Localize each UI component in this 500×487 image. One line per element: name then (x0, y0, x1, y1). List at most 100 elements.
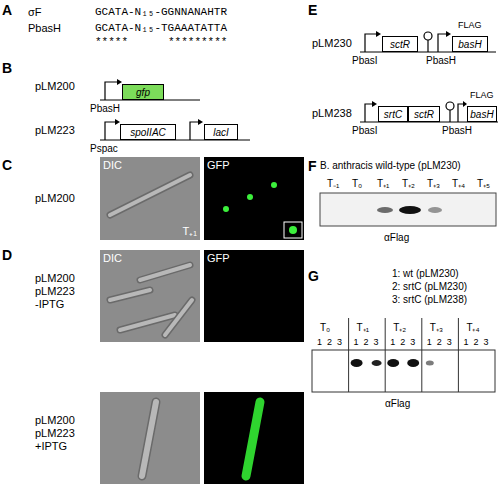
gfp-image (204, 250, 304, 342)
figure-label: αFlag (385, 398, 410, 410)
figure-label: -IPTG (35, 298, 64, 311)
gene-name: sctR (390, 39, 410, 50)
gene-name: srtC (384, 109, 402, 120)
figure-label: 3: srtC (pLM238) (392, 294, 467, 306)
panel-label: DIC (103, 159, 122, 171)
gene-box: basH (452, 36, 488, 52)
figure-label: pLM200 (35, 192, 75, 205)
figure-label: PbasH (28, 22, 61, 35)
figure-label: T₊₁ (377, 178, 389, 190)
gene-box: lacI (204, 124, 238, 140)
figure-label: 1 (390, 337, 395, 347)
figure-label: pLM238 (312, 107, 352, 120)
figure-label: pLM200 (35, 80, 75, 93)
figure-label: PbasH (90, 103, 120, 115)
figure-label: FLAG (458, 20, 482, 30)
figure-label: T₊₁ (357, 322, 369, 334)
gene-box: sctR (382, 36, 418, 52)
figure-label: PbasH (426, 55, 456, 67)
figure-label: +IPTG (35, 440, 67, 453)
panel-letter: F (308, 158, 317, 174)
figure-label: 1 (317, 337, 322, 347)
figure-label: GCATA-N₁₅-GGNNANAHTR (95, 6, 227, 19)
panel-letter: D (2, 247, 12, 263)
figure-label: PbasH (442, 125, 472, 137)
gene-name: sctR (414, 109, 434, 120)
figure-label: αFlag (384, 232, 409, 244)
panel-letter: A (2, 2, 12, 18)
figure-label: ********* (168, 36, 227, 49)
gene-box: spoIIAC (120, 124, 176, 140)
figure-label: σF (28, 6, 42, 19)
panel-letter: B (2, 60, 12, 76)
figure-label: pLM223 (35, 285, 75, 298)
dic-image (100, 250, 200, 342)
panel-label: DIC (103, 252, 122, 264)
figure-label: B. anthracis wild-type (pLM230) (320, 160, 461, 172)
figure-label: 2 (400, 337, 405, 347)
promoter-arrowheads (115, 31, 467, 125)
figure-label: pLM223 (35, 427, 75, 440)
gene-box: srtC (378, 106, 408, 122)
figure-label: T₀ (352, 178, 362, 190)
panel-label: GFP (207, 252, 230, 264)
figure-label: 2 (473, 337, 478, 347)
figure-label: T₊₂ (393, 322, 406, 334)
gene-name: gfp (136, 87, 150, 98)
figure-label: T₊₄ (452, 178, 465, 190)
micrograph-panel: DIC T₊₁ (100, 157, 200, 240)
figure-label: PbasI (352, 55, 378, 67)
micrograph-panel: GFP (204, 157, 304, 240)
dic-image (100, 392, 200, 484)
figure-label: 3 (337, 337, 342, 347)
figure-label: T₀ (320, 322, 330, 334)
micrograph-panel: GFP (204, 250, 304, 342)
dic-image (100, 157, 200, 240)
figure-label: 2 (364, 337, 369, 347)
figure-label: pLM200 (35, 272, 75, 285)
micrograph-panel: DIC (100, 250, 200, 342)
figure-label: T₊₄ (466, 322, 479, 334)
gene-box: sctR (408, 106, 440, 122)
panel-letter: G (308, 268, 319, 284)
gfp-image (204, 157, 304, 240)
panel-label: T₊₁ (183, 223, 197, 238)
figure-label: FLAG (470, 90, 494, 100)
panel-letter: E (308, 2, 317, 18)
figure-label: pLM230 (312, 37, 352, 50)
panel-letter: C (2, 157, 12, 173)
figure-label: GCATA-N₁₅-TGAAATATTA (95, 22, 227, 35)
figure-label: 3 (447, 337, 452, 347)
figure-label: 1: wt (pLM230) (392, 268, 459, 280)
gene-box: basH (467, 106, 497, 122)
figure-label: T₋₁ (327, 178, 339, 190)
figure-label: ***** (95, 36, 128, 49)
figure-label: 2 (327, 337, 332, 347)
gene-name: basH (458, 39, 481, 50)
figure-label: 3 (374, 337, 379, 347)
figure-label: PbasI (352, 125, 378, 137)
gfp-image (204, 392, 304, 484)
figure-label: Pspac (90, 143, 118, 155)
gene-box: gfp (122, 84, 164, 100)
figure-label: T₊₃ (427, 178, 440, 190)
construct-lines (100, 32, 498, 140)
figure-label: pLM223 (35, 124, 75, 137)
figure-label: 3 (410, 337, 415, 347)
gene-name: lacI (213, 127, 229, 138)
figure-label: 1 (354, 337, 359, 347)
western-blot (312, 350, 495, 392)
figure-label: 2: srtC (pLM230) (392, 281, 467, 293)
figure-label: 1 (427, 337, 432, 347)
western-blot (320, 193, 496, 226)
figure-label: T₊₃ (430, 322, 443, 334)
gene-name: basH (470, 109, 493, 120)
figure-label: T₊₅ (477, 178, 490, 190)
figure-label: 3 (483, 337, 488, 347)
gene-name: spoIIAC (130, 127, 166, 138)
panel-label: GFP (207, 159, 230, 171)
figure-label: 1 (463, 337, 468, 347)
figure-label: pLM200 (35, 414, 75, 427)
